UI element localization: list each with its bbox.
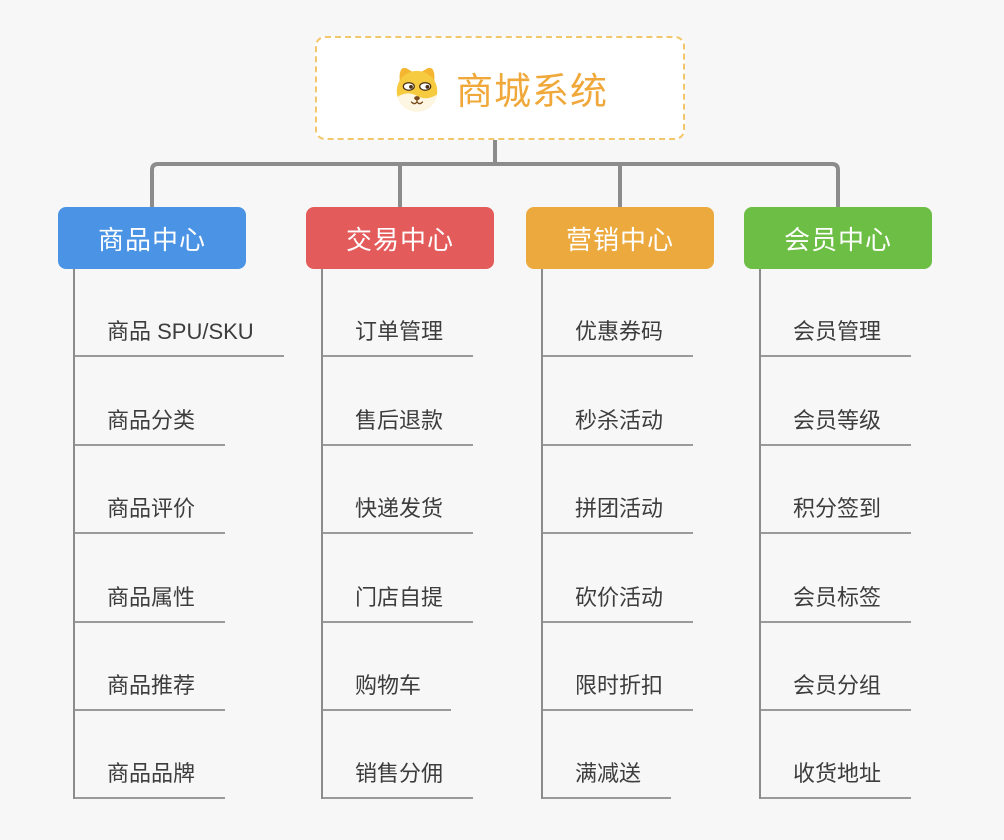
leaf-list-trade-center: 订单管理售后退款快递发货门店自提购物车销售分佣: [321, 269, 474, 800]
leaf-node[interactable]: 商品属性: [75, 534, 284, 623]
dog-face-icon: [392, 63, 442, 113]
leaf-node[interactable]: 商品推荐: [75, 623, 284, 711]
leaf-node[interactable]: 商品品牌: [75, 711, 284, 800]
leaf-node[interactable]: 砍价活动: [543, 534, 694, 623]
branch-label: 商品中心: [97, 224, 206, 255]
leaf-node[interactable]: 订单管理: [323, 269, 474, 358]
leaf-label: 砍价活动: [543, 580, 694, 623]
leaf-label: 商品属性: [75, 580, 226, 623]
leaf-label: 会员标签: [761, 580, 912, 623]
leaf-node[interactable]: 会员管理: [761, 269, 912, 358]
leaf-node[interactable]: 秒杀活动: [543, 357, 694, 446]
leaf-label: 商品 SPU/SKU: [75, 314, 284, 358]
leaf-label: 商品推荐: [75, 668, 226, 711]
branch-node-member-center[interactable]: 会员中心: [744, 207, 932, 269]
leaf-label: 优惠券码: [543, 314, 694, 358]
leaf-label: 拼团活动: [543, 491, 694, 535]
branch-label: 会员中心: [783, 224, 892, 255]
leaf-node[interactable]: 积分签到: [761, 446, 912, 535]
leaf-label: 商品分类: [75, 403, 226, 446]
leaf-label: 商品品牌: [75, 756, 226, 800]
leaf-list-product-center: 商品 SPU/SKU 商品分类商品评价商品属性商品推荐商品品牌: [73, 269, 284, 800]
leaf-node[interactable]: 会员等级: [761, 357, 912, 446]
branch-label: 交易中心: [345, 224, 454, 255]
leaf-label: 会员管理: [761, 314, 912, 358]
leaf-label: 销售分佣: [323, 756, 474, 800]
leaf-node[interactable]: 商品评价: [75, 446, 284, 535]
branch-node-trade-center[interactable]: 交易中心: [306, 207, 494, 269]
leaf-label: 商品评价: [75, 491, 226, 535]
leaf-node[interactable]: 满减送: [543, 711, 693, 800]
leaf-node[interactable]: 商品分类: [75, 357, 284, 446]
leaf-label: 快递发货: [323, 491, 474, 535]
leaf-label: 满减送: [543, 756, 672, 800]
leaf-node[interactable]: 优惠券码: [543, 269, 694, 358]
leaf-node[interactable]: 拼团活动: [543, 446, 694, 535]
leaf-node[interactable]: 收货地址: [761, 711, 912, 800]
branch-node-marketing-center[interactable]: 营销中心: [526, 207, 714, 269]
leaf-label: 会员等级: [761, 403, 912, 446]
leaf-node[interactable]: 门店自提: [323, 534, 474, 623]
leaf-node[interactable]: 购物车: [323, 623, 473, 711]
tree-connector-path: [150, 140, 840, 207]
leaf-label: 门店自提: [323, 580, 474, 623]
leaf-label: 购物车: [323, 668, 452, 711]
leaf-list-marketing-center: 优惠券码秒杀活动拼团活动砍价活动限时折扣满减送: [541, 269, 694, 800]
root-node[interactable]: 商城系统: [315, 36, 685, 140]
leaf-node[interactable]: 会员分组: [761, 623, 912, 711]
leaf-label: 会员分组: [761, 668, 912, 711]
branch-label: 营销中心: [565, 224, 674, 255]
branch-node-product-center[interactable]: 商品中心: [58, 207, 246, 269]
leaf-label: 限时折扣: [543, 668, 694, 711]
root-title: 商城系统: [456, 71, 608, 112]
leaf-node[interactable]: 售后退款: [323, 357, 474, 446]
leaf-node[interactable]: 快递发货: [323, 446, 474, 535]
leaf-label: 收货地址: [761, 756, 912, 800]
leaf-node[interactable]: 会员标签: [761, 534, 912, 623]
leaf-node[interactable]: 销售分佣: [323, 711, 474, 800]
leaf-label: 订单管理: [323, 314, 474, 358]
leaf-label: 秒杀活动: [543, 403, 694, 446]
leaf-node[interactable]: 商品 SPU/SKU: [75, 269, 284, 358]
leaf-list-member-center: 会员管理会员等级积分签到会员标签会员分组收货地址: [759, 269, 912, 800]
leaf-label: 售后退款: [323, 403, 474, 446]
leaf-label: 积分签到: [761, 491, 912, 535]
leaf-node[interactable]: 限时折扣: [543, 623, 694, 711]
